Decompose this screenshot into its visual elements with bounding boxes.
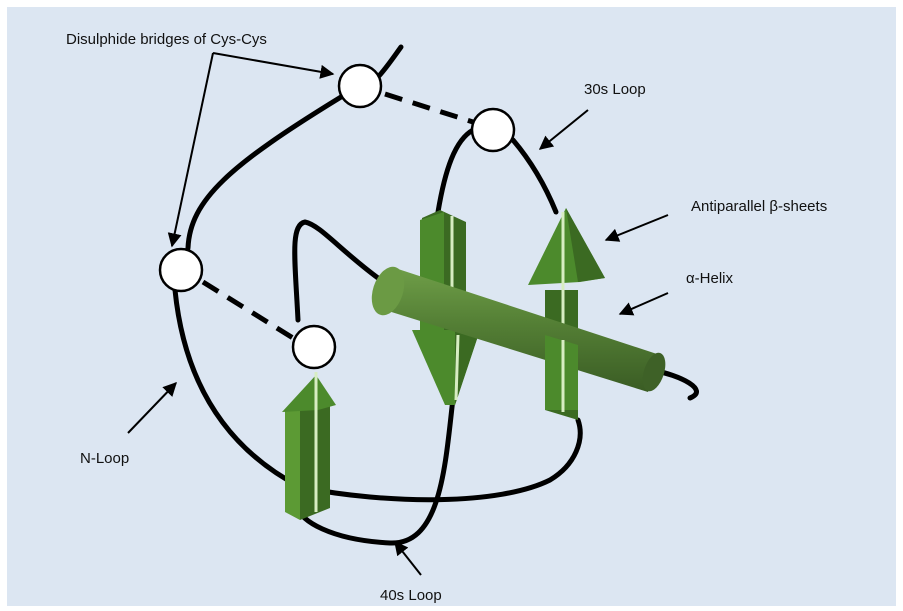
cysteine-residues <box>158 63 516 370</box>
backbone-30s-left <box>435 127 476 215</box>
arrow-40s-loop <box>394 540 422 576</box>
beta-strand-left <box>282 372 336 520</box>
arrow-n-loop <box>127 381 177 434</box>
backbone-n-terminus <box>374 44 404 81</box>
label-disulphide-bridges: Disulphide bridges of Cys-Cys <box>66 31 267 48</box>
backbone-inner-loop <box>292 219 381 323</box>
arrow-alpha-helix <box>618 292 669 316</box>
backbone-lower-arc <box>297 417 583 503</box>
arrow-disulphide-left <box>167 52 214 248</box>
label-n-loop: N-Loop <box>80 450 130 467</box>
label-30s-loop: 30s Loop <box>584 81 646 98</box>
arrow-30s-loop <box>538 109 589 150</box>
bridge-lower <box>201 279 295 341</box>
label-antiparallel-beta-sheets: Antiparallel β-sheets <box>691 198 828 215</box>
arrow-disulphide-top <box>212 52 335 79</box>
annotation-arrows <box>127 52 669 576</box>
alpha-helix <box>371 266 666 392</box>
cysteine-left <box>158 247 204 293</box>
cysteine-inner <box>291 324 337 370</box>
beta-strand-right-front <box>545 335 578 412</box>
label-40s-loop: 40s Loop <box>380 587 442 604</box>
arrow-beta-sheets <box>604 214 669 242</box>
cysteine-top <box>337 63 383 109</box>
backbone-n-loop <box>172 94 344 490</box>
label-alpha-helix: α-Helix <box>686 270 734 287</box>
cysteine-30s <box>470 107 516 153</box>
disulphide-bridges <box>201 91 474 341</box>
backbone-30s-right <box>510 137 559 215</box>
bridge-upper <box>384 91 474 125</box>
